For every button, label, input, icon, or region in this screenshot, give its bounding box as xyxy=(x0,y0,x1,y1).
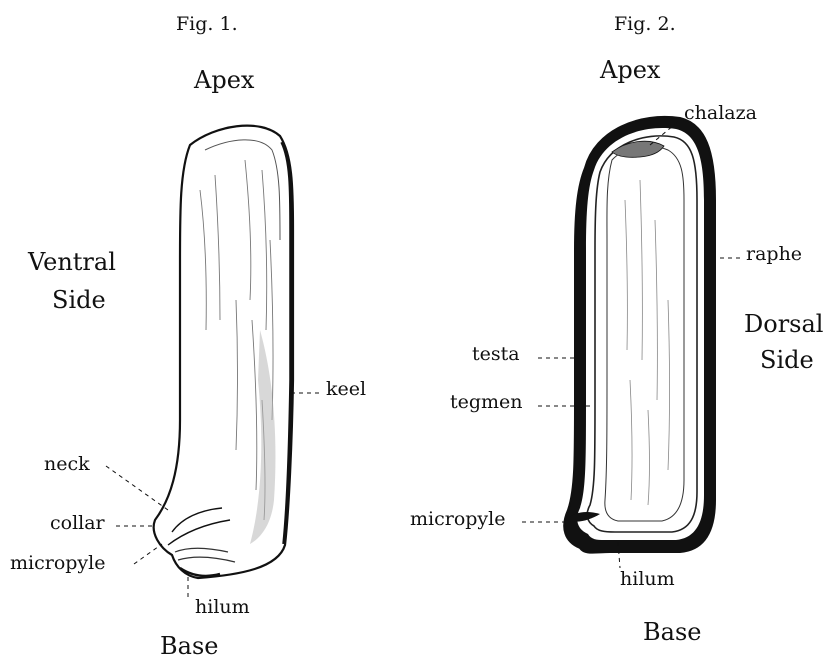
fig1-keel-label: keel xyxy=(326,380,366,399)
fig2-raphe-label: raphe xyxy=(746,245,802,264)
fig2-testa-label: testa xyxy=(472,345,520,364)
fig2-seed-section xyxy=(564,117,715,553)
fig2-apex-label: Apex xyxy=(600,58,660,82)
fig1-side-line2: Side xyxy=(52,288,106,312)
fig1-apex-label: Apex xyxy=(194,68,254,92)
fig2-base-label: Base xyxy=(643,620,701,644)
fig1-seed-exterior xyxy=(154,126,293,578)
fig2-hilum-label: hilum xyxy=(620,570,675,589)
fig1-caption: Fig. 1. xyxy=(176,15,238,34)
fig2-chalaza-label: chalaza xyxy=(684,104,757,123)
fig2-side-line2: Side xyxy=(760,348,814,372)
fig1-collar-label: collar xyxy=(50,514,105,533)
fig2-side-line1: Dorsal xyxy=(744,312,823,336)
fig2-embryo-body xyxy=(605,146,684,521)
fig1-micropyle-leader xyxy=(134,544,162,564)
fig1-side-line1: Ventral xyxy=(28,250,116,274)
fig2-micropyle-label: micropyle xyxy=(410,510,505,529)
fig1-neck-leader xyxy=(106,466,168,510)
fig1-neck-label: neck xyxy=(44,455,90,474)
fig1-hilum-label: hilum xyxy=(195,598,250,617)
fig1-base-label: Base xyxy=(160,634,218,658)
fig2-caption: Fig. 2. xyxy=(614,15,676,34)
fig2-tegmen-label: tegmen xyxy=(450,393,523,412)
fig1-micropyle-label: micropyle xyxy=(10,554,105,573)
